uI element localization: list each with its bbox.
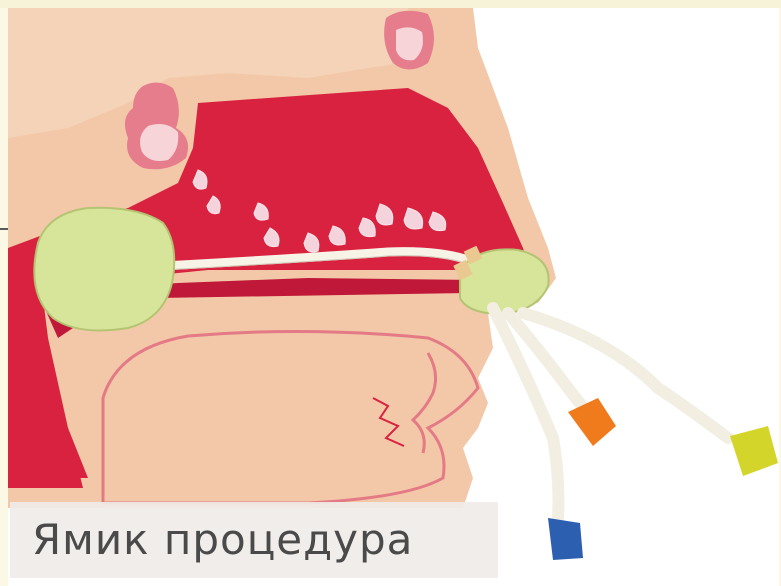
caption-box: Ямик процедура: [10, 502, 498, 578]
caption-text: Ямик процедура: [32, 514, 476, 566]
tongue: [103, 331, 478, 503]
cap-blue: [548, 518, 583, 560]
posterior-balloon: [34, 208, 174, 331]
nasal-procedure-illustration: [8, 8, 779, 586]
top-strip: [0, 0, 781, 8]
